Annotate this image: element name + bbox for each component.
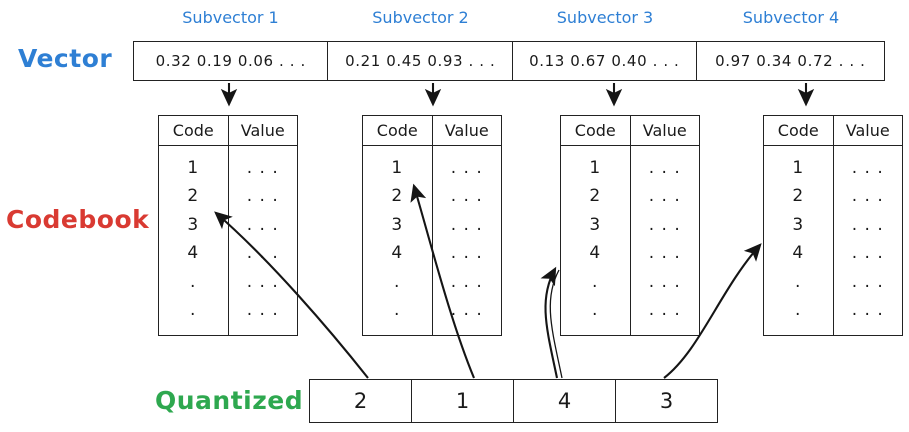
codebook-code-cell: 4	[589, 243, 602, 264]
codebook-code-cell: 3	[391, 214, 404, 235]
codebook-value-column: . . . . . . . . . . . . . . . . . .	[433, 146, 502, 335]
codebook-code-cell: 1	[792, 157, 805, 178]
codebook-value-cell: . . .	[450, 243, 483, 264]
codebook-table-1: Code Value 1 2 3 4 . . . . . . . . . . .…	[158, 115, 298, 336]
codebook-code-cell: .	[394, 300, 401, 321]
codebook-value-cell: . . .	[450, 214, 483, 235]
codebook-code-cell: 4	[187, 243, 200, 264]
codebook-code-cell: 3	[187, 214, 200, 235]
codebook-value-cell: . . .	[246, 214, 279, 235]
codebook-header-code: Code	[363, 116, 433, 145]
codebook-value-cell: . . .	[246, 186, 279, 207]
vector-row-label: Vector	[18, 44, 113, 73]
vector-subvector-cell-2: 0.21 0.45 0.93 . . .	[328, 42, 513, 80]
codebook-value-cell: . . .	[246, 300, 279, 321]
codebook-value-cell: . . .	[648, 186, 681, 207]
subvector-caption-3: Subvector 3	[556, 8, 654, 27]
codebook-code-cell: .	[592, 271, 599, 292]
codebook-code-column: 1 2 3 4 . .	[561, 146, 631, 335]
codebook-table-4: Code Value 1 2 3 4 . . . . . . . . . . .…	[763, 115, 903, 336]
codebook-header-row: Code Value	[561, 116, 699, 146]
codebook-value-cell: . . .	[851, 157, 884, 178]
codebook-code-cell: 1	[391, 157, 404, 178]
codebook-code-column: 1 2 3 4 . .	[159, 146, 229, 335]
codebook-body: 1 2 3 4 . . . . . . . . . . . . . . . . …	[159, 146, 297, 335]
quantized-strip: 2 1 4 3	[309, 379, 718, 423]
codebook-header-row: Code Value	[764, 116, 902, 146]
codebook-header-row: Code Value	[159, 116, 297, 146]
codebook-code-cell: 4	[792, 243, 805, 264]
codebook-table-3: Code Value 1 2 3 4 . . . . . . . . . . .…	[560, 115, 700, 336]
subvector-caption-2: Subvector 2	[372, 8, 469, 27]
codebook-header-row: Code Value	[363, 116, 501, 146]
codebook-code-cell: 2	[187, 186, 200, 207]
codebook-code-cell: .	[795, 271, 802, 292]
codebook-header-code: Code	[159, 116, 229, 145]
codebook-header-value: Value	[240, 121, 285, 140]
codebook-code-cell: 2	[589, 186, 602, 207]
codebook-value-cell: . . .	[851, 300, 884, 321]
codebook-code-cell: 2	[792, 186, 805, 207]
codebook-code-cell: .	[795, 300, 802, 321]
codebook-body: 1 2 3 4 . . . . . . . . . . . . . . . . …	[764, 146, 902, 335]
codebook-value-cell: . . .	[851, 214, 884, 235]
codebook-value-column: . . . . . . . . . . . . . . . . . .	[834, 146, 903, 335]
codebook-value-cell: . . .	[246, 157, 279, 178]
codebook-value-cell: . . .	[450, 186, 483, 207]
codebook-header-value: Value	[845, 121, 890, 140]
codebook-code-cell: 1	[187, 157, 200, 178]
codebook-value-cell: . . .	[450, 300, 483, 321]
codebook-value-cell: . . .	[246, 271, 279, 292]
codebook-code-cell: .	[190, 300, 197, 321]
codebook-value-cell: . . .	[648, 214, 681, 235]
codebook-code-cell: 1	[589, 157, 602, 178]
codebook-value-cell: . . .	[648, 300, 681, 321]
vector-subvector-cell-3: 0.13 0.67 0.40 . . .	[513, 42, 697, 80]
codebook-code-cell: 4	[391, 243, 404, 264]
codebook-value-cell: . . .	[851, 271, 884, 292]
codebook-header-code: Code	[764, 116, 834, 145]
codebook-code-cell: .	[592, 300, 599, 321]
subvector-caption-4: Subvector 4	[742, 8, 840, 27]
codebook-value-column: . . . . . . . . . . . . . . . . . .	[631, 146, 700, 335]
subvector-caption-1: Subvector 1	[182, 8, 279, 27]
codebook-code-cell: 3	[589, 214, 602, 235]
codebook-table-2: Code Value 1 2 3 4 . . . . . . . . . . .…	[362, 115, 502, 336]
quantized-code-cell-1: 2	[310, 380, 412, 422]
quantized-code-cell-2: 1	[412, 380, 514, 422]
codebook-code-column: 1 2 3 4 . .	[363, 146, 433, 335]
codebook-header-value: Value	[642, 121, 687, 140]
codebook-header-code: Code	[561, 116, 631, 145]
codebook-value-cell: . . .	[450, 157, 483, 178]
codebook-body: 1 2 3 4 . . . . . . . . . . . . . . . . …	[561, 146, 699, 335]
codebook-value-cell: . . .	[648, 243, 681, 264]
codebook-code-cell: 3	[792, 214, 805, 235]
codebook-code-column: 1 2 3 4 . .	[764, 146, 834, 335]
codebook-value-cell: . . .	[851, 243, 884, 264]
quantized-row-label: Quantized	[155, 386, 304, 415]
codebook-value-cell: . . .	[648, 271, 681, 292]
codebook-code-cell: .	[394, 271, 401, 292]
codebook-value-cell: . . .	[450, 271, 483, 292]
codebook-value-cell: . . .	[246, 243, 279, 264]
codebook-value-cell: . . .	[648, 157, 681, 178]
codebook-body: 1 2 3 4 . . . . . . . . . . . . . . . . …	[363, 146, 501, 335]
codebook-row-label: Codebook	[6, 205, 150, 234]
codebook-value-column: . . . . . . . . . . . . . . . . . .	[229, 146, 298, 335]
vector-strip: 0.32 0.19 0.06 . . . 0.21 0.45 0.93 . . …	[133, 41, 885, 81]
codebook-value-cell: . . .	[851, 186, 884, 207]
quantized-code-cell-4: 3	[659, 389, 674, 413]
codebook-code-cell: .	[190, 271, 197, 292]
codebook-header-value: Value	[444, 121, 489, 140]
codebook-code-cell: 2	[391, 186, 404, 207]
vector-subvector-cell-4: 0.97 0.34 0.72 . . .	[715, 52, 866, 70]
quantized-code-cell-3: 4	[514, 380, 616, 422]
vector-subvector-cell-1: 0.32 0.19 0.06 . . .	[134, 42, 329, 80]
